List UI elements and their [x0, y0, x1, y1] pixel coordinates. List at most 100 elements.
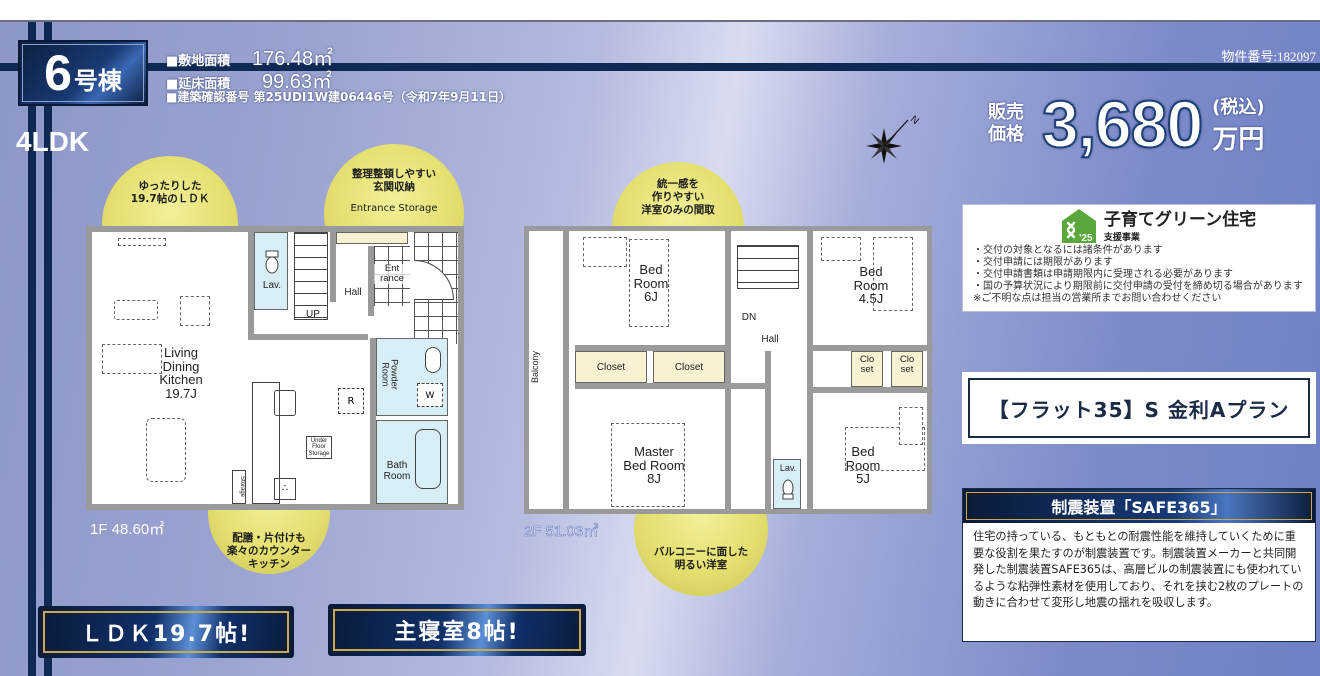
- bath-room: Bath Room: [376, 420, 448, 504]
- wall: [575, 345, 725, 351]
- wall: [370, 338, 376, 504]
- bed: [873, 237, 913, 311]
- room-label-bed-5j: Bed Room 5J: [833, 445, 893, 486]
- desk: [583, 237, 627, 267]
- spec-floor-area: ■延床面積 99.63㎡: [166, 65, 511, 93]
- safe365-description: 住宅の持っている、もともとの耐震性能を維持していくために重要な役割を果たすのが制…: [973, 530, 1304, 610]
- label-line: Kitchen: [159, 372, 203, 388]
- sofa: [102, 344, 162, 374]
- green-title-block: 子育てグリーン住宅 支援事業: [1104, 210, 1256, 243]
- frame-line-vertical: [28, 22, 36, 676]
- green-housing-program-box: '25 子育てグリーン住宅 支援事業 ・交付の対象となるには諸条件があります ・…: [962, 204, 1316, 312]
- permit-number: ■建築確認番号 第25UDI1W建06446号（令和7年9月11日）: [166, 90, 512, 104]
- banner-label: 主寝室8帖!: [333, 609, 581, 651]
- toilet-icon: [265, 250, 279, 274]
- label-line: Ent: [384, 263, 400, 274]
- refrigerator-space: R: [338, 388, 364, 414]
- callout-line: 明るい洋室: [674, 559, 728, 571]
- spec-land-area: ■敷地面積 176.48㎡: [166, 42, 511, 70]
- label-line: Master: [634, 444, 674, 459]
- room-label-powder: Powder Room: [380, 359, 400, 390]
- callout-line: バルコニーに面した: [653, 546, 749, 558]
- label-line: Room: [633, 275, 669, 291]
- wall: [813, 387, 933, 393]
- lavatory-1f: Lav.: [254, 232, 288, 310]
- room-label-ldk: Living Dining Kitchen 19.7J: [136, 346, 226, 401]
- closet-split: Clo set: [891, 351, 923, 387]
- callout-line: 玄関収納: [373, 181, 415, 193]
- floor-plan-1f: Lav. UP Hall Ent rance Powder Room W Ba: [86, 226, 464, 510]
- callout-line: 楽々のカウンター: [227, 545, 311, 557]
- wall: [575, 383, 765, 389]
- spec-permit: ■建築確認番号 第25UDI1W建06446号（令和7年9月11日）: [166, 88, 511, 111]
- label-line: Room: [845, 457, 881, 473]
- room-label-bed-6j: Bed Room 6J: [625, 263, 677, 304]
- flat35-plan-box: 【フラット35】S 金利Aプラン: [962, 372, 1316, 444]
- callout-line: 整理整頓しやすい: [352, 168, 436, 180]
- label-line: Floor: [312, 444, 326, 451]
- safe365-title: 制震装置「SAFE365」: [966, 492, 1312, 520]
- label-line: Bed: [639, 262, 663, 277]
- label-line: Storage: [308, 450, 330, 457]
- label-line: 5J: [856, 471, 870, 487]
- property-number: 物件番号:182097: [1221, 49, 1316, 64]
- staircase-1f: [294, 232, 328, 320]
- bed: [611, 423, 685, 507]
- label-line: Bath: [386, 460, 408, 471]
- room-label-entrance: Ent rance: [374, 264, 410, 284]
- label-line: 6J: [644, 289, 658, 305]
- callout-sub: Entrance Storage: [350, 203, 438, 214]
- wall: [248, 232, 254, 340]
- label-line: Dining: [162, 358, 200, 374]
- floor-area-2f: 2F 51.03㎡: [524, 523, 599, 541]
- washer-space: W: [417, 383, 443, 407]
- label-line: Bed: [851, 444, 875, 459]
- note-line: ・交付申請書類は申請期限内に受理される必要があります: [973, 269, 1233, 280]
- entrance-storage: [336, 232, 408, 244]
- kitchen-counter: [252, 382, 280, 504]
- banner-label: ＬＤＫ19.7帖!: [43, 611, 289, 653]
- price-label-line: 販売: [988, 102, 1024, 123]
- note-line: ・国の予算状況により期限前に交付申請の受付を締め切る場合があります: [973, 281, 1303, 292]
- master-bedroom-highlight-banner: 主寝室8帖!: [328, 604, 586, 656]
- ldk-highlight-banner: ＬＤＫ19.7帖!: [38, 606, 294, 658]
- wall: [368, 246, 374, 316]
- room-label-hall-2f: Hall: [761, 334, 779, 345]
- layout-type: 4LDK: [16, 126, 90, 157]
- wall: [330, 232, 336, 302]
- kitchen-sink-icon: [274, 390, 296, 416]
- sale-price: 販売 価格 3,680 (税込) 万円: [988, 86, 1265, 162]
- wall: [248, 334, 368, 340]
- label-line: Under: [310, 438, 328, 444]
- callout-line: キッチン: [248, 558, 290, 570]
- floor-plan-2f: Balcony Bed Room 6J DN Hall Bed Room 4.5…: [524, 226, 933, 514]
- label-line: Clo: [899, 354, 915, 365]
- property-specs: ■敷地面積 176.48㎡ ■延床面積 99.63㎡ ■建築確認番号 第25UD…: [166, 42, 511, 111]
- stair-down-label: DN: [741, 312, 757, 323]
- label-line: rance: [380, 272, 404, 284]
- room-label-balcony: Balcony: [530, 351, 540, 384]
- closet: Closet: [653, 351, 725, 383]
- label-line: Bed Room: [623, 457, 685, 473]
- price-unit: (税込) 万円: [1212, 93, 1264, 156]
- desk: [899, 407, 923, 445]
- price-amount: 3,680: [1041, 86, 1204, 162]
- north-arrow-compass-icon: N: [862, 110, 922, 170]
- room-label-bath: Bath Room: [379, 460, 415, 482]
- powder-room: Powder Room W: [376, 338, 448, 416]
- spec-label: ■延床面積: [166, 77, 231, 92]
- price-label-line: 価格: [988, 124, 1024, 145]
- wall: [813, 345, 933, 351]
- dining-table: [146, 418, 186, 482]
- closet: Closet: [575, 351, 647, 383]
- room-label-master: Master Bed Room 8J: [599, 445, 709, 486]
- callout-line: 作りやすい: [651, 191, 705, 203]
- svg-text:'25: '25: [1079, 233, 1093, 243]
- stove-icon: ∴: [274, 478, 296, 500]
- note-line: ※ご不明な点は担当の営業所までお問い合わせください: [973, 293, 1222, 304]
- stair-up-label: UP: [306, 309, 320, 320]
- label-line: 19.7J: [165, 385, 197, 401]
- side-table: [180, 296, 210, 326]
- balcony: Balcony: [529, 231, 569, 509]
- note-line: ・交付申請には期限があります: [973, 257, 1113, 268]
